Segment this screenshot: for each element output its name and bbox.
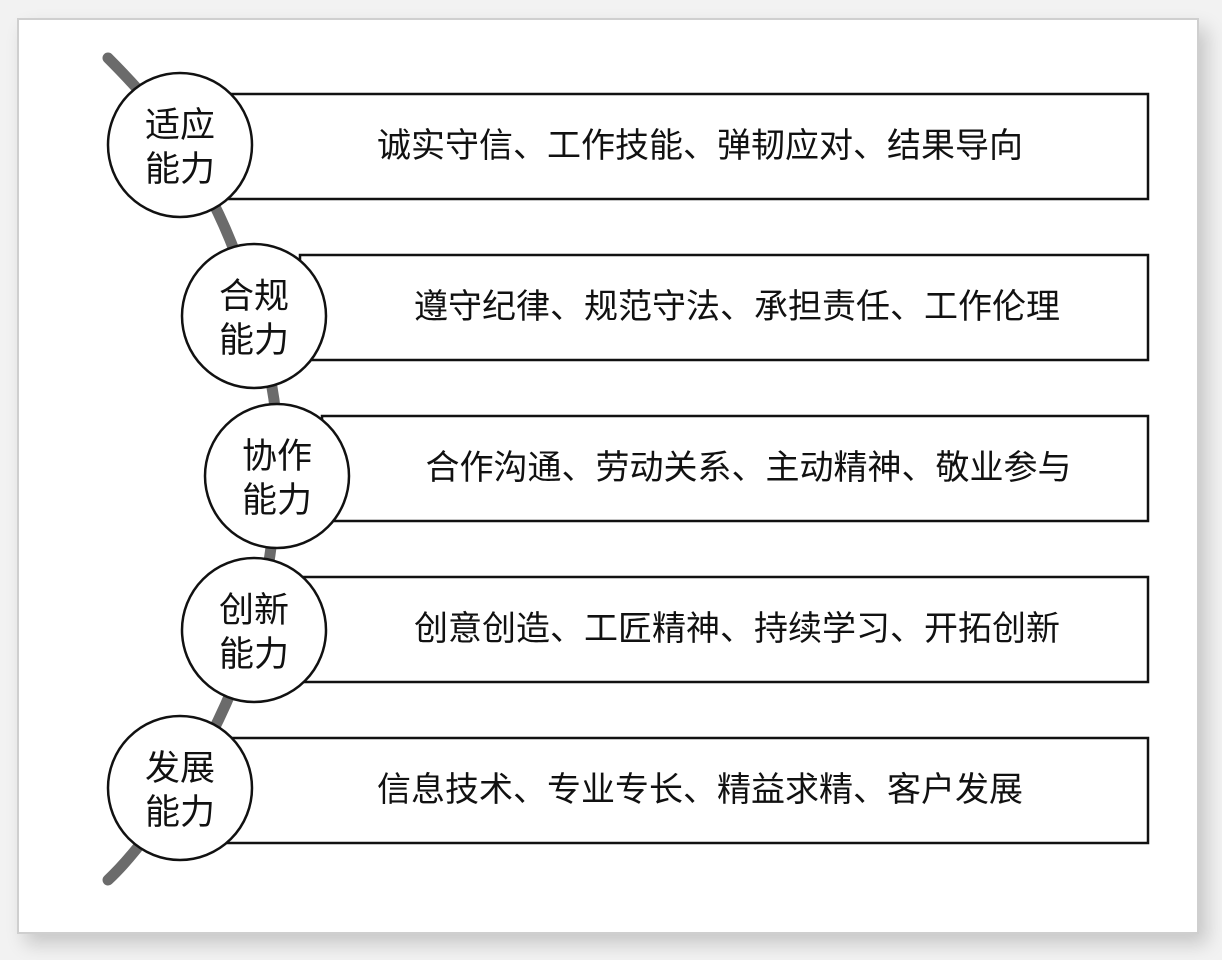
description-text: 信息技术、专业专长、精益求精、客户发展 bbox=[377, 770, 1023, 810]
competency-circle bbox=[106, 71, 254, 219]
description-text: 诚实守信、工作技能、弹韧应对、结果导向 bbox=[377, 126, 1023, 166]
competency-label-line1: 发展 bbox=[145, 749, 215, 789]
competency-label-line2: 能力 bbox=[219, 321, 289, 361]
competency-circle bbox=[106, 714, 254, 862]
competency-circle bbox=[180, 556, 328, 704]
competency-label-line2: 能力 bbox=[145, 793, 215, 833]
description-box bbox=[298, 253, 1150, 362]
description-box bbox=[226, 92, 1150, 201]
competency-label-line1: 合规 bbox=[219, 277, 289, 317]
description-text: 遵守纪律、规范守法、承担责任、工作伦理 bbox=[414, 287, 1060, 327]
competency-label-line2: 能力 bbox=[219, 635, 289, 675]
competency-label-line2: 能力 bbox=[242, 481, 312, 521]
description-text: 创意创造、工匠精神、持续学习、开拓创新 bbox=[414, 609, 1060, 649]
competency-label-line1: 创新 bbox=[219, 591, 289, 631]
competency-circle bbox=[203, 402, 351, 550]
competency-circle bbox=[180, 242, 328, 390]
competency-label-line1: 协作 bbox=[242, 437, 312, 477]
description-text: 合作沟通、劳动关系、主动精神、敬业参与 bbox=[426, 448, 1072, 488]
competency-label-line1: 适应 bbox=[145, 106, 215, 146]
competency-label-line2: 能力 bbox=[145, 150, 215, 190]
